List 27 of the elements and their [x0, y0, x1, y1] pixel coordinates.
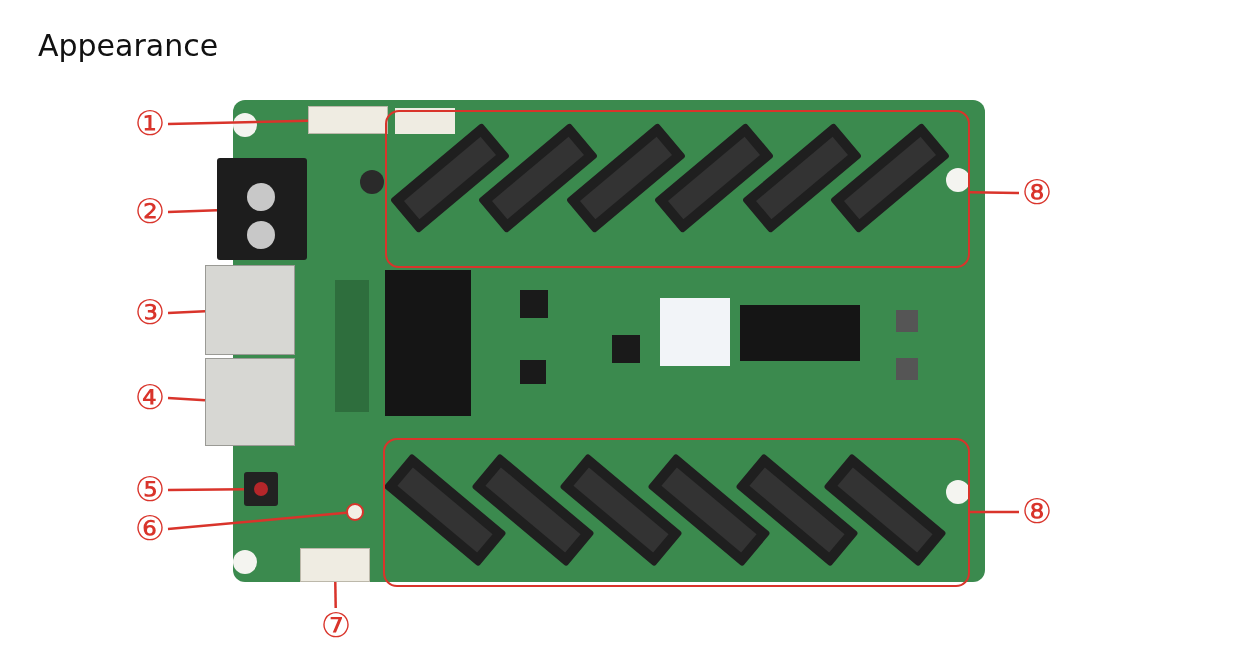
leader-line	[334, 581, 337, 608]
leader-line	[969, 191, 1019, 195]
callout-number: ①	[132, 106, 168, 142]
callout-number: ②	[132, 194, 168, 230]
wire-connector	[300, 548, 370, 582]
ethernet-port	[205, 265, 295, 355]
callout-number: ③	[132, 295, 168, 331]
callout-number: ⑧	[1019, 494, 1055, 530]
power-connector	[308, 106, 388, 134]
leader-line	[167, 511, 347, 531]
leader-line	[167, 310, 206, 315]
leader-line	[168, 487, 244, 492]
leader-line	[167, 208, 218, 214]
callout-number: ⑧	[1019, 175, 1055, 211]
leader-line	[167, 119, 309, 126]
ethernet-port	[205, 358, 295, 446]
terminal-block	[217, 158, 307, 260]
callout-number: ⑦	[318, 608, 354, 644]
leader-line	[167, 396, 206, 402]
leader-line	[970, 510, 1019, 514]
highlight-outline	[383, 438, 970, 587]
page-title: Appearance	[38, 28, 219, 63]
callout-number: ④	[132, 380, 168, 416]
callout-number: ⑤	[132, 472, 168, 508]
callout-number: ⑥	[132, 511, 168, 547]
highlight-outline	[385, 110, 970, 268]
push-button	[244, 472, 278, 506]
